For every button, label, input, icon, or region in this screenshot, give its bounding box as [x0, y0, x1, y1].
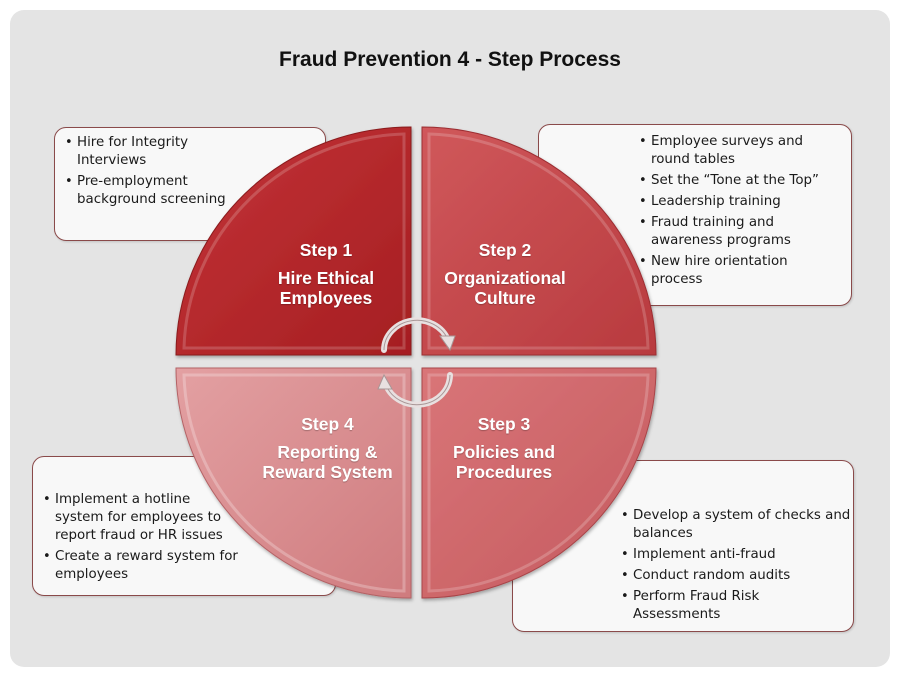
step1-quadrant: [175, 126, 412, 356]
step1-label: Step 1 Hire Ethical Employees: [277, 240, 375, 308]
step3-bullet: Implement anti-fraud: [621, 546, 850, 564]
cycle-arrow-top-icon: [381, 317, 456, 353]
step2-bullet: Set the “Tone at the Top”: [639, 172, 819, 190]
step3-label: Step 3 Policies and Procedures: [452, 414, 556, 482]
cycle-arrow-bottom-icon: [377, 372, 453, 408]
page-title: Fraud Prevention 4 - Step Process: [279, 48, 621, 71]
step4-label: Step 4 Reporting & Reward System: [262, 414, 393, 482]
step2-label: Step 2 Organizational Culture: [444, 240, 566, 308]
step4-quadrant: [175, 367, 412, 599]
step3-bullet: Conduct random audits: [621, 567, 850, 585]
step3-quadrant: [421, 367, 657, 599]
step2-quadrant: [421, 126, 657, 356]
step2-bullet: Leadership training: [639, 193, 819, 211]
